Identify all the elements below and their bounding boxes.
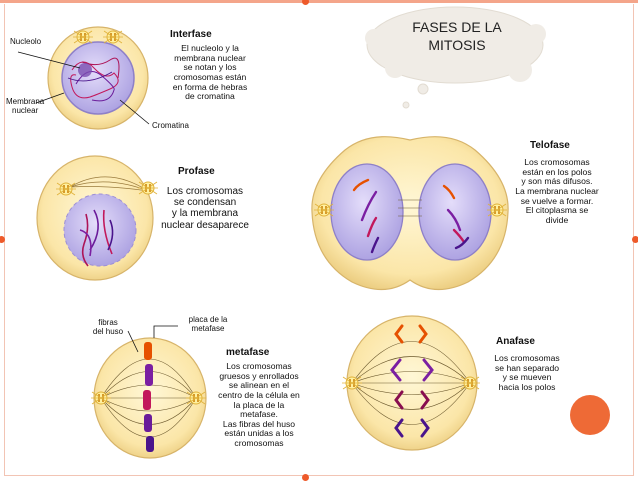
- top-center-dot: [302, 0, 309, 5]
- label-membrana-nuclear: Membrana nuclear: [6, 97, 45, 115]
- label-placa-metafase: placa de la metafase: [188, 315, 228, 333]
- label-nucleolo: Nucleolo: [10, 37, 42, 46]
- profase-description: Los cromosomas se condensan y la membran…: [161, 186, 249, 231]
- anafase-title: Anafase: [496, 336, 535, 347]
- decorative-orange-circle: [570, 395, 610, 435]
- metafase-title: metafase: [226, 347, 270, 358]
- interfase-title: Interfase: [170, 29, 212, 40]
- top-border: [0, 0, 638, 3]
- left-center-dot: [0, 236, 5, 243]
- metafase-cell: [90, 325, 207, 459]
- telofase-cell: [311, 136, 509, 291]
- bottom-border: [4, 475, 634, 476]
- telofase-title: Telofase: [530, 140, 570, 151]
- telofase-description: Los cromosomas están en los polos y son …: [515, 157, 599, 225]
- interfase-description: El nucleolo y la membrana nuclear se not…: [172, 43, 248, 102]
- right-center-dot: [632, 236, 638, 243]
- profase-cell: [36, 155, 159, 281]
- bottom-center-dot: [302, 474, 309, 481]
- profase-title: Profase: [178, 166, 215, 177]
- slide-title: FASES DE LA MITOSIS: [412, 19, 502, 53]
- label-fibras-del-huso: fibras del huso: [92, 318, 124, 336]
- title-thought-bubble: [365, 6, 546, 109]
- label-cromatina: Cromatina: [152, 121, 189, 130]
- anafase-cell: [341, 315, 481, 451]
- anafase-description: Los cromosomas se han separado y se muev…: [494, 353, 560, 392]
- metafase-description: Los cromosomas gruesos y enrollados se a…: [218, 361, 300, 448]
- interfase-cell: [17, 26, 150, 130]
